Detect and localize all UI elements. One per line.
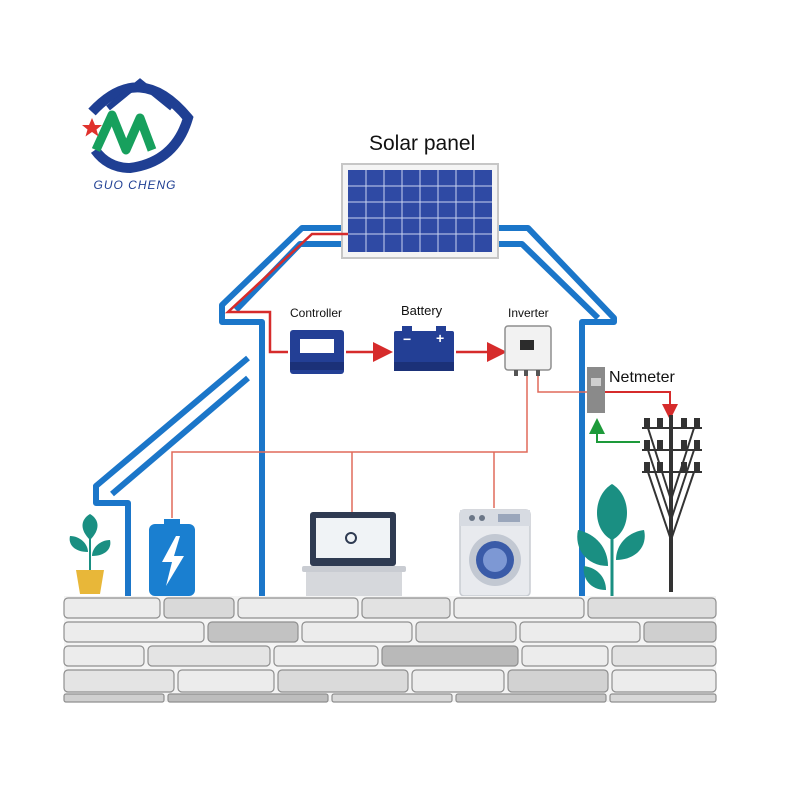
- potted-plant-left: [69, 514, 111, 594]
- charge-controller: [290, 330, 344, 374]
- plant-right: [577, 484, 645, 596]
- battery-unit: [394, 326, 454, 371]
- ac-wiring: [171, 372, 588, 518]
- solar-panel-label: Solar panel: [369, 132, 476, 155]
- import-arrow: [589, 418, 640, 443]
- battery-minus-symbol: −: [403, 331, 412, 347]
- net-meter: [587, 367, 605, 413]
- controller-label: Controller: [290, 306, 343, 320]
- battery-label: Battery: [401, 303, 443, 318]
- inverter-label: Inverter: [508, 306, 549, 320]
- star-icon: [82, 118, 102, 137]
- laptop: [302, 512, 406, 596]
- solar-panel: [341, 163, 499, 259]
- dc-wiring: [224, 232, 507, 362]
- stone-wall: [63, 596, 717, 703]
- house-outline: [93, 225, 617, 598]
- inverter: [504, 325, 552, 376]
- washing-machine: [459, 509, 531, 597]
- battery-plus-symbol: +: [436, 330, 445, 346]
- home-battery-icon: [149, 519, 195, 596]
- guo-cheng-logo: [82, 78, 194, 174]
- netmeter-label: Netmeter: [609, 369, 675, 386]
- logo-text: GUO CHENG: [93, 178, 177, 192]
- utility-pole: [642, 415, 702, 592]
- export-arrow: [605, 391, 678, 420]
